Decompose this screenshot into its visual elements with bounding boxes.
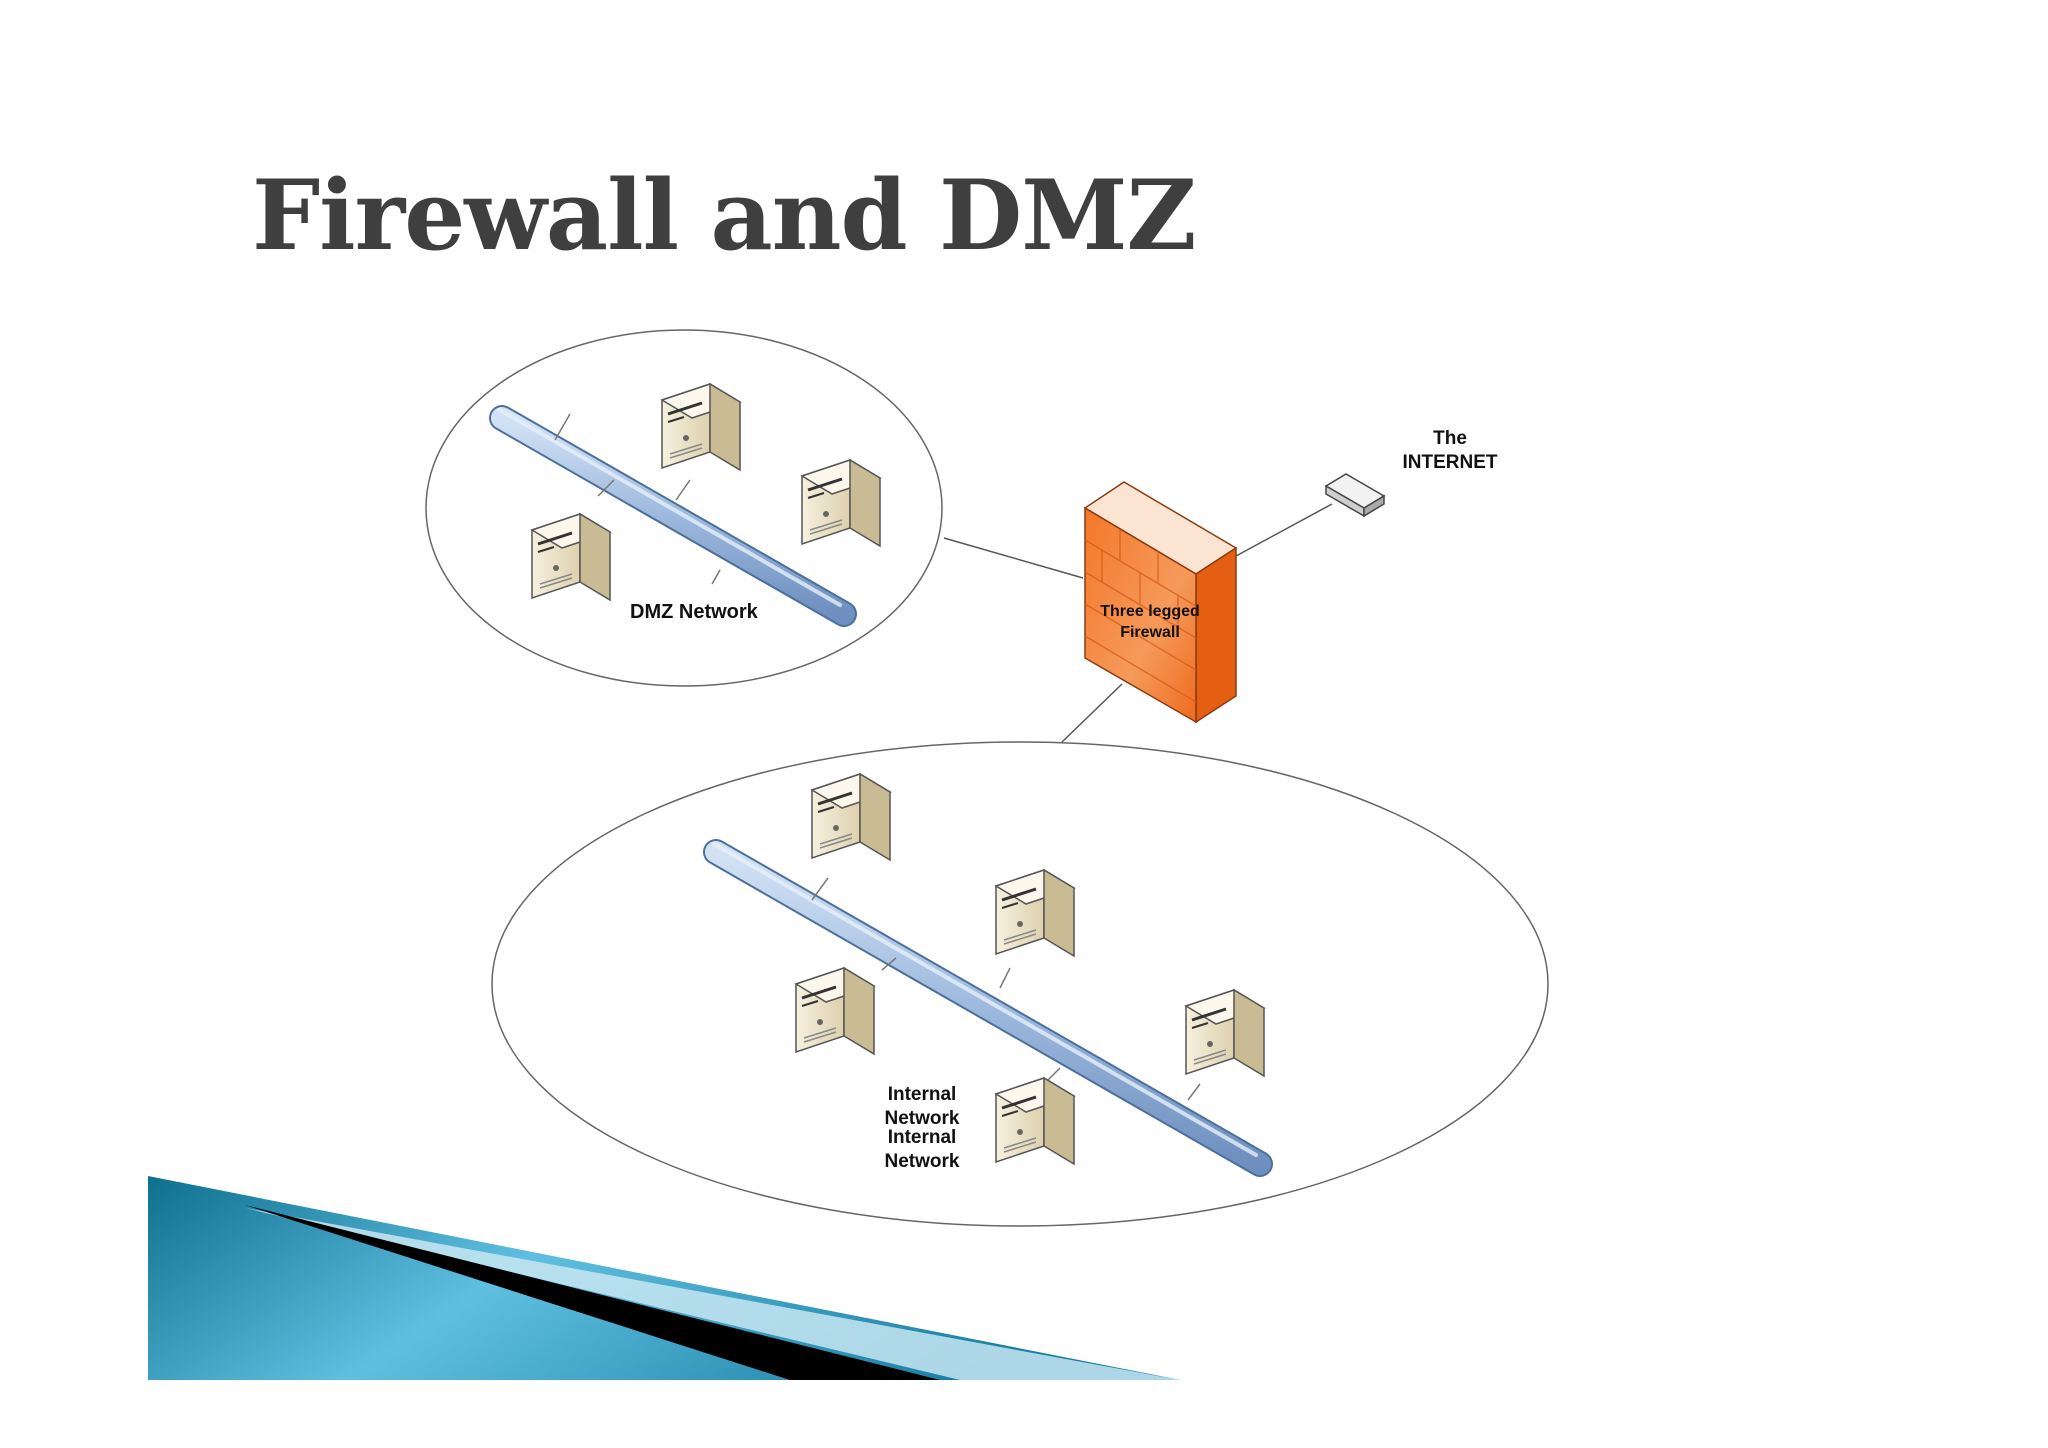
internal-server-3-icon — [794, 966, 876, 1056]
internal-server-1-icon — [810, 772, 892, 862]
internal-network-label: Internal Network Internal Network — [885, 1084, 960, 1172]
slide-title: Firewall and DMZ — [252, 159, 1197, 272]
internet-label-line1: The — [1433, 428, 1467, 449]
internal-label-a-line1: Internal — [888, 1084, 957, 1105]
internal-backbone — [703, 839, 1273, 1177]
firewall-label-line1: Three legged — [1100, 603, 1200, 620]
internal-network-boundary — [491, 741, 1549, 1227]
internal-server-2-icon — [994, 868, 1076, 958]
internal-server-5-icon — [994, 1076, 1076, 1166]
dmz-server-2-icon — [800, 458, 882, 548]
dmz-server-3-icon — [530, 512, 612, 602]
decorative-wave — [148, 1176, 1180, 1380]
firewall-to-internet-line — [1235, 503, 1333, 557]
connection-lines — [943, 503, 1333, 743]
internet-label-line2: INTERNET — [1403, 452, 1498, 473]
firewall-to-internal-line — [1061, 683, 1123, 743]
dmz-server-1-icon — [660, 382, 742, 472]
firewall-icon: Three legged Firewall — [1083, 481, 1238, 724]
dmz-backbone — [489, 405, 857, 627]
firewall-label-line2: Firewall — [1120, 624, 1180, 641]
internal-label-a-line2: Network — [885, 1108, 960, 1129]
internet-router-icon — [1324, 473, 1386, 518]
internal-server-4-icon — [1184, 988, 1266, 1078]
dmz-to-firewall-line — [943, 537, 1084, 579]
internal-label-b-line1: Internal — [888, 1127, 957, 1148]
dmz-network-label: DMZ Network — [630, 601, 759, 623]
dmz-network-boundary — [425, 329, 943, 687]
internal-label-b-line2: Network — [885, 1151, 960, 1172]
